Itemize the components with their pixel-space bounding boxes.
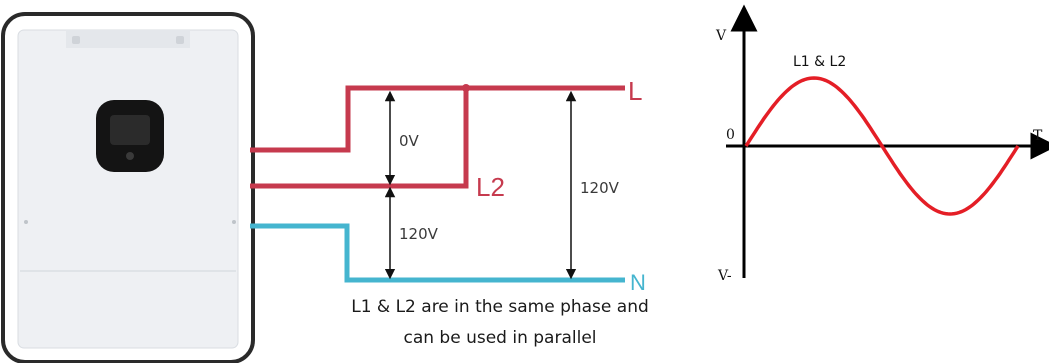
voltage-label-0v: 0V	[399, 132, 420, 150]
caption: L1 & L2 are in the same phase and can be…	[300, 292, 700, 354]
label-L: L	[628, 76, 642, 106]
line-L-wire	[250, 85, 625, 153]
caption-line-2: can be used in parallel	[403, 328, 597, 348]
line-L2-wire	[250, 88, 469, 189]
y-axis-bottom-label: V-	[717, 268, 732, 284]
junction-dot	[462, 84, 470, 92]
y-axis-top-label: V	[715, 28, 727, 44]
curve-label: L1 & L2	[793, 54, 846, 70]
voltage-label-l2-n: 120V	[399, 225, 439, 243]
wiring-diagram: 0V 120V 120V L L2 N	[250, 76, 646, 295]
x-axis-label: T	[1033, 128, 1043, 144]
sine-wave-curve	[744, 76, 1020, 216]
voltage-label-l-n: 120V	[580, 179, 620, 197]
label-N: N	[630, 270, 646, 295]
inverter-unit	[1, 12, 255, 363]
origin-label: 0	[726, 127, 735, 143]
caption-line-1: L1 & L2 are in the same phase and	[351, 297, 649, 317]
neutral-wire	[250, 223, 625, 283]
label-L2: L2	[476, 172, 505, 202]
waveform-graph: V V- 0 T L1 & L2	[715, 4, 1049, 284]
